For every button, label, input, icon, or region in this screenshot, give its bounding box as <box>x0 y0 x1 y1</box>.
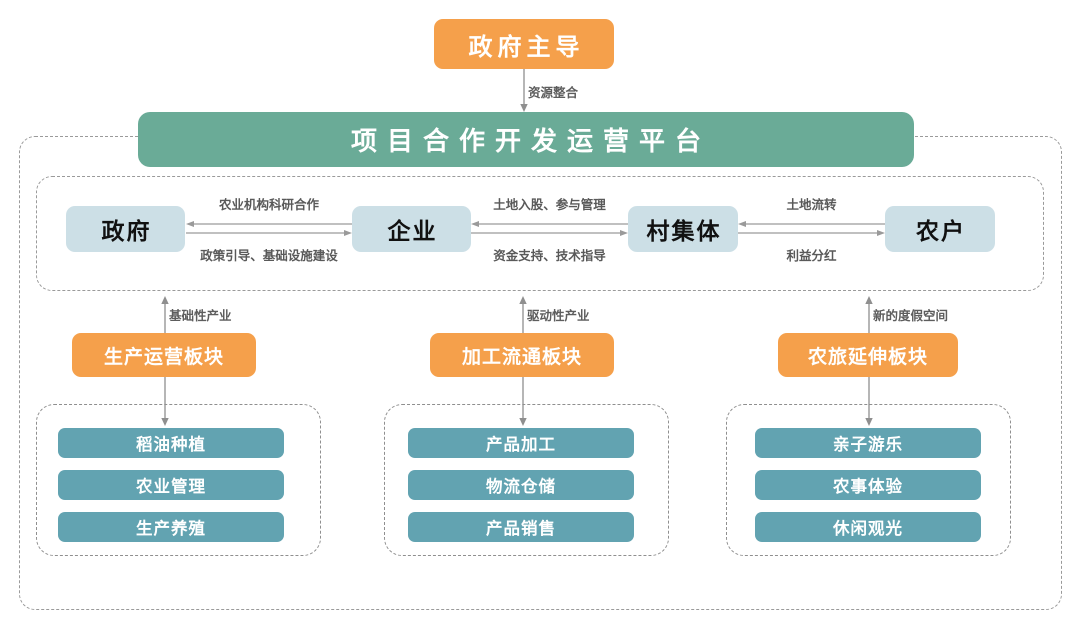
relation-label-top: 农业机构科研合作 <box>218 198 319 212</box>
relation-label-bottom: 资金支持、技术指导 <box>493 249 606 263</box>
actor-box-village-collective: 村集体 <box>628 206 738 252</box>
downlink-arrow-production <box>157 377 173 427</box>
item-bar: 稻油种植 <box>58 428 284 458</box>
relation-village-farmer: 土地流转 利益分红 <box>738 194 885 264</box>
relation-label-bottom: 政策引导、基础设施建设 <box>200 249 338 263</box>
relation-label-top: 土地入股、参与管理 <box>493 198 606 212</box>
item-bar: 农事体验 <box>755 470 981 500</box>
relation-label-top: 土地流转 <box>786 198 837 212</box>
actor-box-farmer: 农户 <box>885 206 995 252</box>
item-bar: 物流仓储 <box>408 470 634 500</box>
relation-government-enterprise: 农业机构科研合作 政策引导、基础设施建设 <box>186 194 352 264</box>
relation-label-bottom: 利益分红 <box>786 249 837 263</box>
relation-arrows <box>471 220 628 238</box>
uplink-arrow-production <box>157 296 173 334</box>
relation-arrows <box>186 220 352 238</box>
sector-box-tourism: 农旅延伸板块 <box>778 333 958 377</box>
actors-container <box>36 176 1044 291</box>
item-bar: 休闲观光 <box>755 512 981 542</box>
item-bar: 亲子游乐 <box>755 428 981 458</box>
item-group-production <box>36 404 321 556</box>
item-bar: 产品加工 <box>408 428 634 458</box>
item-bar: 生产养殖 <box>58 512 284 542</box>
lead-to-platform-arrow <box>516 69 534 113</box>
uplink-arrow-tourism <box>861 296 877 334</box>
item-bar: 农业管理 <box>58 470 284 500</box>
relation-arrows <box>738 220 885 238</box>
item-bar: 产品销售 <box>408 512 634 542</box>
uplink-label-processing: 驱动性产业 <box>527 309 590 323</box>
uplink-label-tourism: 新的度假空间 <box>873 309 949 323</box>
lead-box-government: 政府主导 <box>434 19 614 69</box>
sector-box-processing: 加工流通板块 <box>430 333 614 377</box>
uplink-arrow-processing <box>515 296 531 334</box>
downlink-arrow-processing <box>515 377 531 427</box>
lead-arrow-label: 资源整合 <box>528 86 579 100</box>
uplink-label-production: 基础性产业 <box>169 309 232 323</box>
relation-enterprise-village: 土地入股、参与管理 资金支持、技术指导 <box>471 194 628 264</box>
item-group-tourism <box>726 404 1011 556</box>
actor-box-enterprise: 企业 <box>352 206 471 252</box>
sector-box-production: 生产运营板块 <box>72 333 256 377</box>
actor-box-government: 政府 <box>66 206 185 252</box>
downlink-arrow-tourism <box>861 377 877 427</box>
platform-bar: 项目合作开发运营平台 <box>138 112 914 167</box>
item-group-processing <box>384 404 669 556</box>
